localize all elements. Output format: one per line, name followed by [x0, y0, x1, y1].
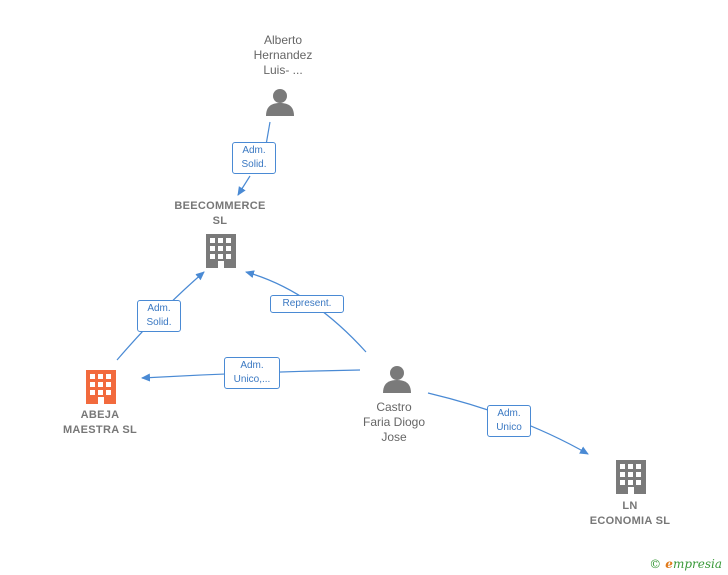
edge-alberto-beecommerce [238, 121, 271, 195]
building-icon[interactable] [86, 370, 116, 404]
relation-label-castro-beecommerce[interactable]: Represent. [270, 295, 344, 313]
person-name-alberto[interactable]: Alberto Hernandez Luis- ... [253, 33, 313, 77]
building-icon[interactable] [616, 460, 646, 494]
building-icon[interactable] [206, 234, 236, 268]
relation-label-abeja-beecommerce[interactable]: Adm. Solid. [137, 300, 181, 332]
company-name-ln[interactable]: LN ECONOMIA SL [589, 500, 671, 527]
company-name-abeja[interactable]: ABEJA MAESTRA SL [62, 409, 138, 436]
relation-label-castro-abeja[interactable]: Adm. Unico,... [224, 357, 280, 389]
brand-logo-text: mpresia [672, 557, 722, 571]
brand-logo-initial: e [665, 557, 673, 571]
relation-label-alberto-beecommerce[interactable]: Adm. Solid. [232, 142, 276, 174]
relation-label-castro-ln[interactable]: Adm. Unico [487, 405, 531, 437]
company-name-beecommerce[interactable]: BEECOMMERCE SL [174, 200, 266, 227]
person-icon[interactable] [383, 366, 411, 393]
person-name-castro[interactable]: Castro Faria Diogo Jose [362, 400, 426, 444]
brand-footer: ©empresia [649, 557, 722, 571]
copyright-icon: © [649, 557, 662, 571]
person-icon[interactable] [266, 89, 294, 116]
